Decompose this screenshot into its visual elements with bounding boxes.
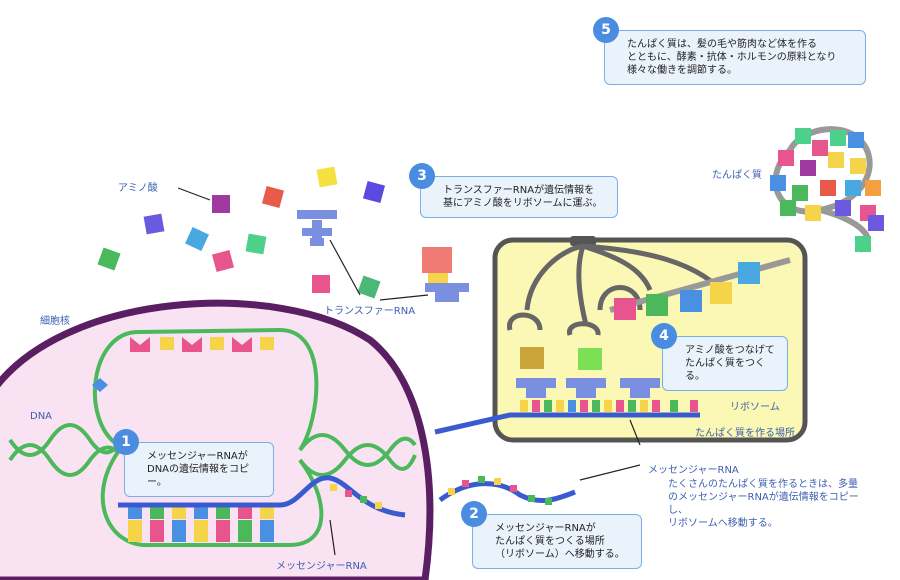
step-2-text: メッセンジャーRNAが たんぱく質をつくる場所 （リボソーム）へ移動する。 bbox=[495, 523, 625, 560]
mrna-ribosome bbox=[434, 412, 700, 435]
free-amino-acids bbox=[97, 166, 386, 299]
step-5-text: たんぱく質は、髪の毛や筋肉など体を作る とともに、酵素・抗体・ホルモンの原料とな… bbox=[627, 39, 837, 76]
mrna-nucleus-bases bbox=[330, 484, 382, 509]
mrna-nucleus bbox=[118, 475, 406, 518]
step-3-callout: 3 トランスファーRNAが遺伝情報を 基にアミノ酸をリボソームに運ぶ。 bbox=[409, 163, 618, 218]
pointer-lines bbox=[177, 187, 641, 556]
step-2-callout: 2 メッセンジャーRNAが たんぱく質をつくる場所 （リボソーム）へ移動する。 bbox=[461, 501, 642, 569]
step-3-text: トランスファーRNAが遺伝情報を 基にアミノ酸をリボソームに運ぶ。 bbox=[443, 185, 603, 209]
label-protein: たんぱく質 bbox=[712, 170, 762, 181]
dna-top-bases bbox=[92, 337, 274, 392]
step-5-callout: 5 たんぱく質は、髪の毛や筋肉など体を作る とともに、酵素・抗体・ホルモンの原料… bbox=[593, 17, 866, 85]
step-4-number: 4 bbox=[651, 323, 677, 349]
step-4-callout: 4 アミノ酸をつなげて たんぱく質をつくる。 bbox=[651, 323, 788, 391]
label-ribosome-sub: たんぱく質を作る場所 bbox=[695, 428, 795, 439]
mrna-note: たくさんのたんぱく質を作るときは、多量 のメッセンジャーRNAが遺伝情報をコピー… bbox=[668, 479, 859, 529]
free-trna-1 bbox=[297, 210, 337, 246]
dna-helix-left bbox=[8, 423, 120, 477]
step-1-text: メッセンジャーRNAが DNAの遺伝情報をコピー。 bbox=[147, 451, 250, 488]
mrna-travelling bbox=[438, 481, 576, 504]
dna-helix-right bbox=[298, 433, 417, 477]
label-nucleus: 細胞核 bbox=[40, 316, 70, 327]
folded-protein bbox=[770, 126, 884, 253]
dna-bottom-bases bbox=[128, 505, 274, 542]
mrna-travelling-bases bbox=[448, 476, 552, 505]
step-1-callout: 1 メッセンジャーRNAが DNAの遺伝情報をコピー。 bbox=[113, 429, 274, 497]
step-1-number: 1 bbox=[113, 429, 139, 455]
label-amino-acid: アミノ酸 bbox=[118, 183, 158, 194]
label-mrna-nucleus: メッセンジャーRNA bbox=[276, 561, 367, 572]
free-trna-2 bbox=[422, 247, 469, 302]
peptide-beads bbox=[614, 262, 760, 320]
mrna-ribosome-bases bbox=[520, 400, 698, 412]
step-2-number: 2 bbox=[461, 501, 487, 527]
label-ribosome: リボソーム bbox=[730, 402, 780, 413]
ribosome-trna-set bbox=[516, 347, 660, 398]
label-dna: DNA bbox=[30, 411, 53, 422]
step-3-number: 3 bbox=[409, 163, 435, 189]
step-4-text: アミノ酸をつなげて たんぱく質をつくる。 bbox=[685, 345, 775, 382]
step-5-number: 5 bbox=[593, 17, 619, 43]
dna-strand bbox=[92, 327, 324, 548]
label-transfer-rna: トランスファーRNA bbox=[324, 306, 416, 317]
label-mrna-cytoplasm: メッセンジャーRNA bbox=[648, 465, 739, 476]
